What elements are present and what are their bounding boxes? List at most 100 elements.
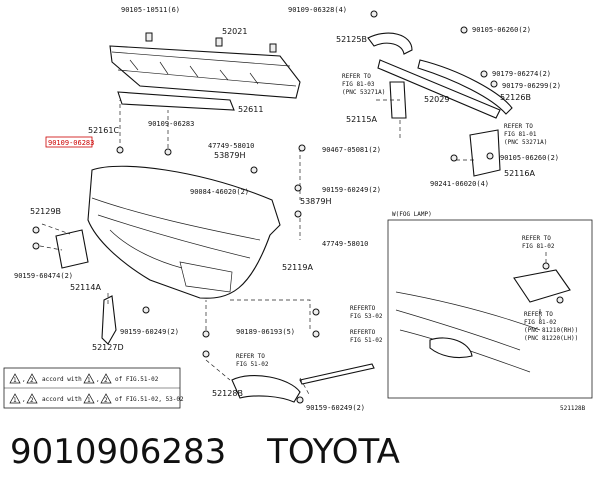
side-bracket bbox=[101, 295, 117, 345]
svg-text:FIG 81-02: FIG 81-02 bbox=[524, 319, 557, 326]
callout-c14: 52129B bbox=[30, 207, 61, 216]
callout-c32: 52128B bbox=[212, 389, 243, 398]
license-bracket bbox=[55, 229, 89, 269]
svg-text:1: 1 bbox=[13, 377, 17, 384]
inset-title: W(FOG LAMP) bbox=[392, 211, 432, 218]
bolt-group-top bbox=[145, 32, 277, 53]
svg-text:,: , bbox=[22, 376, 26, 383]
callout-c24: 90179-06274(2) bbox=[492, 70, 551, 78]
upper-retainer-52125B bbox=[367, 32, 413, 55]
svg-text:REFER: REFER bbox=[350, 305, 368, 312]
refer-note-r7[interactable]: REFER TO FIG 81-02 (PNC 81210(RH)) (PNC … bbox=[524, 311, 578, 342]
svg-text:REFER TO: REFER TO bbox=[236, 353, 265, 360]
fog-cover bbox=[231, 375, 301, 403]
svg-text:TO: TO bbox=[368, 305, 376, 312]
callout-c3: 52611 bbox=[238, 105, 263, 114]
legend-row-1: 1 , 2 accord with 1 , 2 of FIG.51-02 bbox=[9, 373, 159, 384]
callout-c9: 90084-46020(2) bbox=[190, 188, 249, 196]
callout-c26: 52029 bbox=[424, 95, 449, 104]
callout-c23: 90105-06260(2) bbox=[472, 26, 531, 34]
callout-c5: 90109-06283 bbox=[148, 120, 194, 128]
callout-c12: 53879H bbox=[300, 197, 331, 206]
callout-c17: 52119A bbox=[282, 263, 313, 272]
svg-text:1: 1 bbox=[13, 397, 17, 404]
callout-c13: 47749-58010 bbox=[322, 240, 368, 248]
callout-c18: 90159-60249(2) bbox=[120, 328, 179, 336]
svg-text:1: 1 bbox=[87, 377, 91, 384]
svg-text:of FIG.51-02: of FIG.51-02 bbox=[115, 376, 159, 383]
callout-labels: 90105-10511(6) 52021 52611 52161C 90109-… bbox=[14, 6, 561, 412]
svg-text:(PNC 53271A): (PNC 53271A) bbox=[342, 89, 385, 96]
refer-note-r6[interactable]: REFER TO FIG 81-02 bbox=[522, 235, 555, 250]
reinforcement-bar bbox=[109, 45, 301, 99]
svg-text:FIG 81-02: FIG 81-02 bbox=[522, 243, 555, 250]
svg-text:REFER TO: REFER TO bbox=[504, 123, 533, 130]
svg-text:REFER TO: REFER TO bbox=[522, 235, 551, 242]
refer-note-r4[interactable]: REFER TO FIG 51-02 bbox=[350, 329, 383, 344]
refer-notes: REFER TO FIG 81-03 (PNC 53271A) REFER TO… bbox=[236, 73, 547, 368]
retainer-52126B bbox=[417, 59, 513, 115]
caption-brand: TOYOTA bbox=[267, 432, 400, 472]
callout-c10: 90467-05081(2) bbox=[322, 146, 381, 154]
svg-text:1: 1 bbox=[87, 397, 91, 404]
svg-text:REFER: REFER bbox=[350, 329, 368, 336]
callout-c4: 52161C bbox=[88, 126, 119, 135]
svg-text:2: 2 bbox=[30, 397, 34, 404]
callout-c22: 52125B bbox=[336, 35, 367, 44]
svg-text:(PNC 81210(RH)): (PNC 81210(RH)) bbox=[524, 327, 578, 334]
callout-c29: 90105-06260(2) bbox=[500, 154, 559, 162]
callout-c16: 52114A bbox=[70, 283, 101, 292]
svg-text:FIG 51-02: FIG 51-02 bbox=[236, 361, 269, 368]
legend-box: 1 , 2 accord with 1 , 2 of FIG.51-02 1 ,… bbox=[3, 367, 184, 409]
svg-text:,: , bbox=[22, 396, 26, 403]
svg-text:accord with: accord with bbox=[42, 396, 82, 403]
figure-code: 521128B bbox=[560, 405, 586, 412]
callout-c33: 90159-60249(2) bbox=[306, 404, 365, 412]
refer-note-r3[interactable]: REFER TO FIG 53-02 bbox=[350, 305, 383, 320]
moulding-strip bbox=[299, 363, 375, 385]
svg-text:TO: TO bbox=[368, 329, 376, 336]
svg-text:FIG 81-01: FIG 81-01 bbox=[504, 131, 537, 138]
svg-text:,: , bbox=[96, 396, 100, 403]
callout-c8: 53879H bbox=[214, 151, 245, 160]
callout-c6-highlight[interactable]: 90109-06283 bbox=[48, 139, 94, 147]
callout-c20: 90189-06193(5) bbox=[236, 328, 295, 336]
callout-c31: 90241-06020(4) bbox=[430, 180, 489, 188]
leader-lines bbox=[39, 99, 474, 397]
refer-note-r2[interactable]: REFER TO FIG 81-01 (PNC 53271A) bbox=[504, 123, 547, 146]
callout-c1: 90105-10511(6) bbox=[121, 6, 180, 14]
svg-text:FIG 53-02: FIG 53-02 bbox=[350, 313, 383, 320]
bracket-52116A bbox=[469, 129, 501, 177]
callout-c27: 52126B bbox=[500, 93, 531, 102]
svg-text:REFER TO: REFER TO bbox=[342, 73, 371, 80]
fastener-icons bbox=[32, 10, 498, 404]
bumper-cover bbox=[87, 165, 281, 299]
callout-c2: 52021 bbox=[222, 27, 247, 36]
svg-text:REFER TO: REFER TO bbox=[524, 311, 553, 318]
refer-note-r1[interactable]: REFER TO FIG 81-03 (PNC 53271A) bbox=[342, 73, 385, 96]
caption-part-number: 9010906283 bbox=[10, 432, 227, 472]
svg-text:of FIG.51-02, 53-02: of FIG.51-02, 53-02 bbox=[115, 396, 184, 403]
callout-c15: 90159-60474(2) bbox=[14, 272, 73, 280]
callout-c11: 90159-60249(2) bbox=[322, 186, 381, 194]
caption: 9010906283 TOYOTA bbox=[10, 432, 590, 482]
callout-c28: 52115A bbox=[346, 115, 377, 124]
svg-text:2: 2 bbox=[104, 377, 108, 384]
callout-c19: 52127D bbox=[92, 343, 124, 352]
svg-text:2: 2 bbox=[30, 377, 34, 384]
svg-text:accord with: accord with bbox=[42, 376, 82, 383]
refer-note-r5[interactable]: REFER TO FIG 51-02 bbox=[236, 353, 269, 368]
callout-c30: 52116A bbox=[504, 169, 535, 178]
svg-text:FIG 81-03: FIG 81-03 bbox=[342, 81, 375, 88]
svg-text:(PNC 81220(LH)): (PNC 81220(LH)) bbox=[524, 335, 578, 342]
callout-c21: 90109-06328(4) bbox=[288, 6, 347, 14]
fog-lamp-inset: W(FOG LAMP) REFER TO FIG 81-02 REFER TO … bbox=[387, 211, 593, 399]
legend-row-2: 1 , 2 accord with 1 , 2 of FIG.51-02, 53… bbox=[9, 393, 184, 404]
svg-text:2: 2 bbox=[104, 397, 108, 404]
svg-text:,: , bbox=[96, 376, 100, 383]
highlight-box bbox=[45, 136, 93, 148]
energy-absorber bbox=[117, 91, 235, 111]
svg-text:(PNC 53271A): (PNC 53271A) bbox=[504, 139, 547, 146]
callout-c25: 90179-06299(2) bbox=[502, 82, 561, 90]
